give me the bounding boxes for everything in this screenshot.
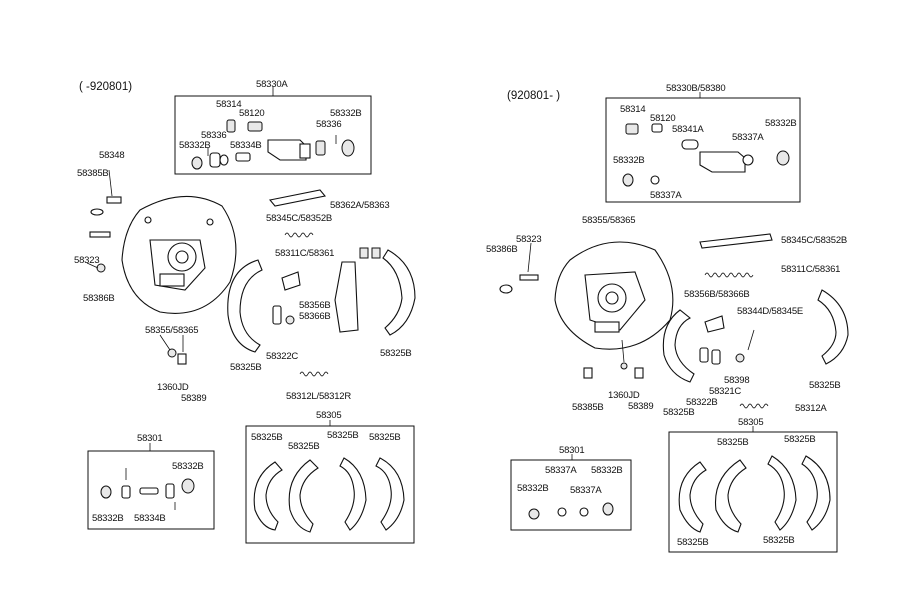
right-bolt-58389 xyxy=(634,367,644,379)
label-58362A-58363: 58362A/58363 xyxy=(330,200,390,211)
label-58322B: 58322B xyxy=(686,397,718,408)
label-58321C: 58321C xyxy=(709,386,742,397)
label-58345C-58352B: 58345C/58352B xyxy=(266,213,333,224)
label-58325B: 58325B xyxy=(809,380,841,391)
label-58312A: 58312A xyxy=(795,403,827,414)
right-adjuster-springs xyxy=(699,233,773,409)
right-nut-58386B xyxy=(499,284,513,294)
label-58314: 58314 xyxy=(620,104,646,115)
right-plug-58385B xyxy=(583,367,593,379)
label-58325B: 58325B xyxy=(380,348,412,359)
label-58386B: 58386B xyxy=(83,293,115,304)
left-shoe-set-number: 58305 xyxy=(316,410,342,421)
label-58386B: 58386B xyxy=(486,244,518,255)
label-58325B: 58325B xyxy=(763,535,795,546)
right-backing-plate xyxy=(554,241,674,350)
right-repair-kit-number: 58301 xyxy=(559,445,585,456)
right-bolt-58323 xyxy=(519,274,539,281)
label-58337A: 58337A xyxy=(570,485,602,496)
label-58325B: 58325B xyxy=(784,434,816,445)
label-58356B-58366B: 58356B/58366B xyxy=(684,289,750,300)
label-58355-58365: 58355/58365 xyxy=(145,325,199,336)
right-shoe-set-box xyxy=(668,431,838,553)
right-repair-kit-parts xyxy=(528,502,614,520)
right-range-label: (920801- ) xyxy=(507,90,561,102)
label-58120: 58120 xyxy=(650,113,676,124)
label-58332B: 58332B xyxy=(765,118,797,129)
label-58334B: 58334B xyxy=(230,140,262,151)
left-washer-1360JD xyxy=(167,348,177,358)
label-58120: 58120 xyxy=(239,108,265,119)
label-58332B: 58332B xyxy=(517,483,549,494)
label-58323: 58323 xyxy=(74,255,100,266)
label-58336: 58336 xyxy=(201,130,227,141)
right-shoe-pair xyxy=(662,289,849,383)
left-bolt-58348 xyxy=(106,196,122,204)
label-1360JD: 1360JD xyxy=(157,382,189,393)
label-58332B: 58332B xyxy=(330,108,362,119)
right-wheel-cylinder-kit-label: 58330B/58380 xyxy=(666,83,726,94)
label-58325B: 58325B xyxy=(663,407,695,418)
label-58314: 58314 xyxy=(216,99,242,110)
left-nut-58386B xyxy=(96,263,106,273)
label-58325B: 58325B xyxy=(327,430,359,441)
label-58325B: 58325B xyxy=(288,441,320,452)
left-repair-kit-number: 58301 xyxy=(137,433,163,444)
label-58311C-58361: 58311C/58361 xyxy=(781,264,841,275)
label-1360JD: 1360JD xyxy=(608,390,640,401)
label-58385B: 58385B xyxy=(77,168,109,179)
right-washer-1360JD xyxy=(620,362,628,370)
label-58398: 58398 xyxy=(724,375,750,386)
label-58312L-58312R: 58312L/58312R xyxy=(286,391,352,402)
label-58336: 58336 xyxy=(316,119,342,130)
right-wheel-cylinder-box xyxy=(605,97,801,203)
label-58325B: 58325B xyxy=(677,537,709,548)
label-58385B: 58385B xyxy=(572,402,604,413)
label-58332B: 58332B xyxy=(172,461,204,472)
left-wheel-cylinder-parts xyxy=(191,119,355,170)
label-58337A: 58337A xyxy=(545,465,577,476)
left-bolt-58389 xyxy=(177,353,187,365)
label-58341A: 58341A xyxy=(672,124,704,135)
right-shoe-set-parts xyxy=(678,455,831,533)
label-58332B: 58332B xyxy=(92,513,124,524)
label-58323: 58323 xyxy=(516,234,542,245)
label-58345C-58352B: 58345C/58352B xyxy=(781,235,848,246)
label-58325B: 58325B xyxy=(717,437,749,448)
label-58325B: 58325B xyxy=(369,432,401,443)
label-58355-58365: 58355/58365 xyxy=(582,215,636,226)
label-58332B: 58332B xyxy=(591,465,623,476)
label-58334B: 58334B xyxy=(134,513,166,524)
label-58332B: 58332B xyxy=(179,140,211,151)
left-range-label: ( -920801) xyxy=(79,81,133,93)
label-58389: 58389 xyxy=(181,393,207,404)
label-58389: 58389 xyxy=(628,401,654,412)
right-wheel-cylinder-parts xyxy=(622,123,790,187)
left-adjuster-springs xyxy=(268,189,381,377)
label-58348: 58348 xyxy=(99,150,125,161)
left-plug-58385B xyxy=(90,208,104,216)
label-58366B: 58366B xyxy=(299,311,331,322)
left-repair-kit-box xyxy=(87,450,215,530)
left-bolt-58323 xyxy=(89,231,111,238)
right-shoe-set-number: 58305 xyxy=(738,417,764,428)
label-58325B: 58325B xyxy=(251,432,283,443)
right-repair-kit-box xyxy=(510,459,632,531)
left-wheel-cylinder-kit-label: 58330A xyxy=(256,79,288,90)
label-58356B: 58356B xyxy=(299,300,331,311)
left-shoe-pair xyxy=(227,249,416,353)
label-58311C-58361: 58311C/58361 xyxy=(275,248,335,259)
left-shoe-set-parts xyxy=(253,457,405,533)
left-backing-plate xyxy=(121,195,237,314)
label-58322C: 58322C xyxy=(266,351,299,362)
label-58332B: 58332B xyxy=(613,155,645,166)
label-58344D-58345E: 58344D/58345E xyxy=(737,306,804,317)
left-repair-kit-parts xyxy=(100,468,195,510)
label-58337A: 58337A xyxy=(732,132,764,143)
label-58337A: 58337A xyxy=(650,190,682,201)
label-58325B: 58325B xyxy=(230,362,262,373)
